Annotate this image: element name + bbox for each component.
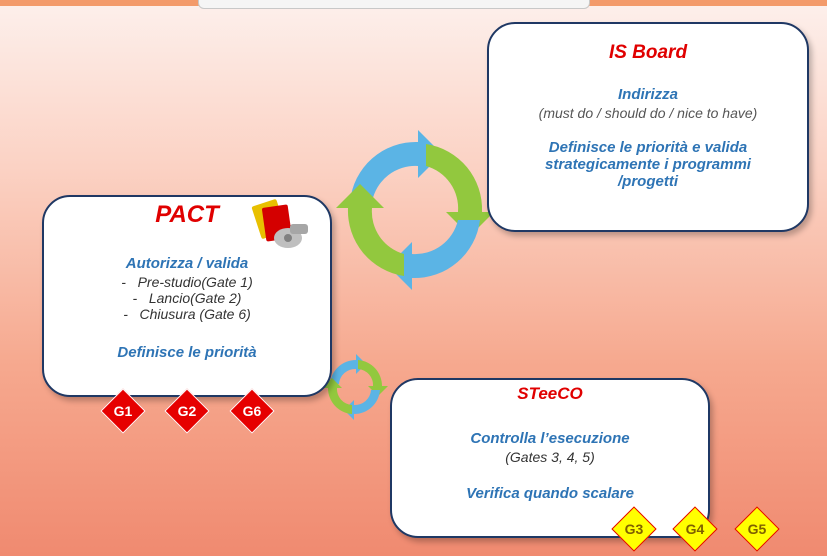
- pact-subtitle: Autorizza / valida: [125, 255, 249, 272]
- cycle-arrow-blue-top: [350, 130, 442, 202]
- top-tab-strip: [198, 0, 590, 9]
- cycle-arrow-green-left: [336, 184, 404, 276]
- small-arrow-blue-bottom: [344, 390, 380, 420]
- pact-title: PACT: [155, 201, 219, 228]
- small-cycle-icon: [322, 354, 388, 420]
- is-board-box: IS Board Indirizza (must do / should do …: [487, 22, 809, 232]
- pact-item-chiusura: - Chiusura (Gate 6): [123, 306, 251, 322]
- gate-g5-label: G5: [747, 521, 767, 537]
- gate-g1-label: G1: [113, 403, 133, 419]
- is-board-line-must-do: (must do / should do / nice to have): [538, 105, 758, 121]
- cycle-arrow-blue-bottom: [388, 220, 480, 290]
- is-board-line-indirizza: Indirizza: [617, 86, 678, 103]
- steeco-box: STeeCO Controlla l’esecuzione (Gates 3, …: [390, 378, 710, 538]
- gate-g4-label: G4: [685, 521, 705, 537]
- pact-item-prestudio: - Pre-studio(Gate 1): [121, 274, 253, 290]
- gate-g3-label: G3: [624, 521, 644, 537]
- pact-item-lancio: - Lancio(Gate 2): [132, 290, 242, 306]
- steeco-title: STeeCO: [517, 384, 583, 403]
- steeco-line-controlla: Controlla l’esecuzione: [470, 430, 630, 447]
- pact-footer: Definisce le priorità: [117, 344, 257, 361]
- steeco-line-gates: (Gates 3, 4, 5): [505, 449, 595, 465]
- is-board-line-definisce: Definisce le priorità e valida: [548, 139, 748, 156]
- gate-g2-label: G2: [177, 403, 197, 419]
- cycle-arrow-green-right: [426, 144, 494, 236]
- gate-g6-label: G6: [242, 403, 262, 419]
- small-arrow-green-right: [358, 360, 388, 396]
- small-arrow-blue-top: [330, 354, 366, 384]
- is-board-title: IS Board: [608, 42, 688, 63]
- is-board-line-strategicamente: strategicamente i programmi: [545, 156, 751, 173]
- steeco-line-verifica: Verifica quando scalare: [466, 485, 634, 502]
- small-arrow-green-left: [322, 378, 352, 414]
- is-board-line-progetti: /progetti: [618, 173, 678, 190]
- referee-whistle-cards-icon: [251, 199, 308, 248]
- large-cycle-icon: [336, 130, 494, 290]
